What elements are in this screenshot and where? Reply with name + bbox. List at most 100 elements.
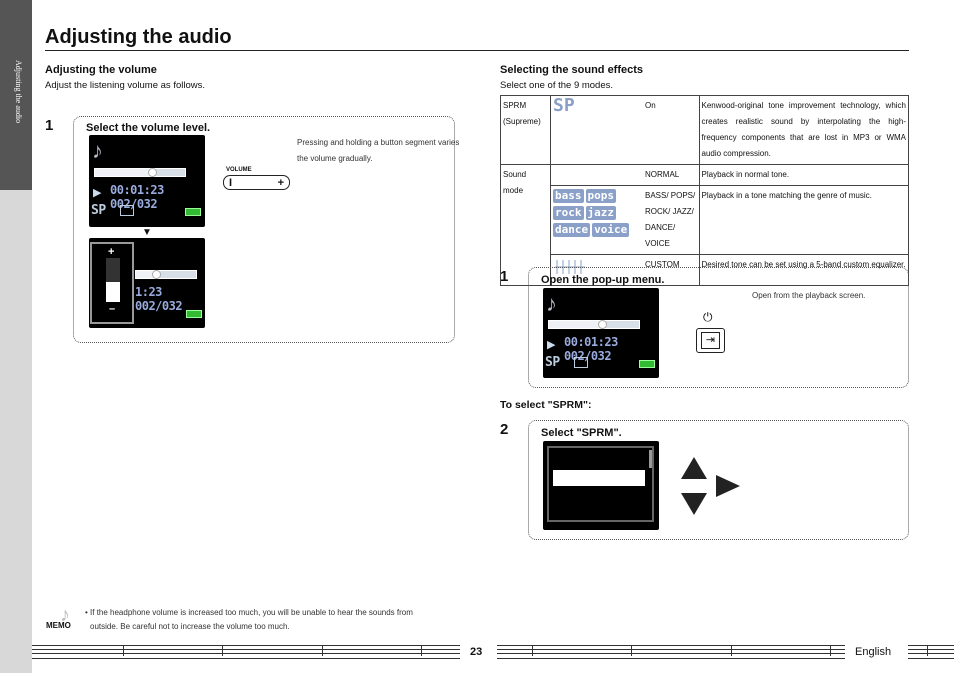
mode-sublabel: (Supreme)	[503, 117, 541, 126]
volume-heading: Adjusting the volume	[45, 64, 157, 76]
right-arrow-icon[interactable]	[716, 475, 740, 497]
sprm-icon: SP	[553, 95, 575, 116]
memo-line1: • If the headphone volume is increased t…	[85, 608, 413, 617]
genre-tile: dance	[553, 223, 591, 237]
player-screen-playback: ♪ ▶ 00:01:23 002/032 SP	[543, 288, 659, 378]
footer-rule	[497, 645, 845, 646]
table-row: CUSTOM Desired tone can be set using a 5…	[501, 254, 909, 286]
setting-line: DANCE/ VOICE	[645, 223, 676, 248]
play-icon: ▶	[547, 339, 556, 351]
volume-step-number: 1	[45, 117, 54, 134]
volume-up-icon[interactable]: +	[277, 176, 284, 189]
mode-label-sound: Sound mode	[500, 164, 551, 286]
table-row: Sound mode NORMAL Playback in normal ton…	[500, 164, 909, 286]
genre-description: Playback in a tone matching the genre of…	[698, 185, 909, 255]
sprm-icon-cell: SP	[550, 95, 643, 165]
effects-step1-note: Open from the playback screen.	[752, 291, 866, 300]
volume-meter	[106, 258, 120, 302]
footer-rule	[32, 649, 460, 650]
effects-heading: Selecting the sound effects	[500, 64, 644, 76]
volume-intro: Adjust the listening volume as follows.	[45, 80, 205, 91]
player-screen-menu	[543, 441, 659, 530]
player-screen-playback: ♪ ▶ 00:01:23 002/032 SP	[89, 135, 205, 227]
volume-level-fill	[106, 282, 120, 302]
footer-tick	[322, 646, 323, 656]
setting-normal: NORMAL	[643, 164, 700, 186]
footer-rule	[908, 645, 954, 646]
effects-step2-number: 2	[500, 421, 509, 438]
up-arrow-icon[interactable]	[681, 457, 707, 479]
memo-label: MEMO	[46, 621, 71, 630]
genre-tile: bass	[553, 189, 584, 203]
sprm-icon: SP	[545, 355, 560, 370]
effects-step2-box	[528, 420, 909, 540]
volume-down-icon[interactable]: I	[229, 176, 233, 189]
sprm-icon: SP	[91, 203, 106, 218]
custom-description: Desired tone can be set using a 5-band c…	[698, 254, 909, 286]
mode-label: SPRM	[503, 101, 527, 110]
footer-tick	[421, 646, 422, 656]
enter-icon: ⇥	[701, 332, 720, 349]
footer-rule	[32, 658, 460, 659]
footer-rule	[497, 653, 845, 654]
genre-tile: jazz	[585, 206, 616, 220]
sidebar-label: Adjusting the audio	[14, 60, 23, 124]
music-note-icon: ♪	[60, 604, 70, 626]
volume-button-label: VOLUME	[226, 167, 252, 173]
progress-fill	[95, 169, 154, 176]
footer-rule	[908, 653, 954, 654]
progress-bar	[94, 168, 186, 177]
sidebar-bg	[0, 190, 32, 673]
equalizer-icon-cell	[550, 254, 643, 286]
footer-rule	[497, 649, 845, 650]
footer-tick	[927, 646, 928, 656]
setting-line: ROCK/ JAZZ/	[645, 207, 694, 216]
menu-item-selected[interactable]	[553, 470, 645, 486]
power-icon: ⏻	[703, 310, 713, 324]
battery-icon	[185, 208, 201, 216]
empty-cell	[550, 164, 643, 186]
genre-tile: rock	[553, 206, 584, 220]
memo-line2: outside. Be careful not to increase the …	[90, 622, 290, 631]
volume-note-line1: Pressing and holding a button segment va…	[297, 138, 460, 147]
footer-tick	[532, 646, 533, 656]
music-note-icon: ♪	[546, 291, 557, 316]
page-number: 23	[470, 646, 483, 658]
footer-tick	[830, 646, 831, 656]
setting-on: On	[643, 95, 700, 165]
sidebar-tab	[0, 0, 32, 190]
volume-step-box	[73, 116, 455, 343]
progress-knob	[152, 270, 161, 279]
down-arrow-icon: ▼	[142, 227, 152, 238]
setting-genres: BASS/ POPS/ ROCK/ JAZZ/ DANCE/ VOICE	[643, 185, 700, 255]
sound-modes-table: SPRM (Supreme) SP On Kenwood-original to…	[500, 95, 909, 286]
mode-label-sprm: SPRM (Supreme)	[500, 95, 551, 165]
sprm-heading: To select "SPRM":	[500, 399, 592, 411]
player-screen-volume: 1:23 002/032 + –	[89, 238, 205, 328]
down-arrow-icon[interactable]	[681, 493, 707, 515]
table-row: SPRM (Supreme) SP On Kenwood-original to…	[500, 95, 909, 165]
setting-custom: CUSTOM	[643, 254, 700, 286]
progress-knob	[148, 168, 158, 177]
battery-icon	[186, 310, 202, 318]
normal-description: Playback in normal tone.	[698, 164, 909, 186]
effects-step1-box	[528, 267, 909, 388]
volume-button[interactable]: I +	[223, 175, 290, 190]
footer-tick	[222, 646, 223, 656]
battery-icon	[639, 360, 655, 368]
progress-fill	[549, 321, 603, 328]
footer-tick	[123, 646, 124, 656]
footer-rule	[497, 658, 845, 659]
play-icon: ▶	[93, 187, 102, 199]
menu-scrollbar[interactable]	[649, 450, 652, 468]
volume-step-title: Select the volume level.	[86, 122, 211, 134]
progress-bar	[548, 320, 640, 329]
time-readout: 00:01:23 002/032	[564, 335, 618, 363]
title-rule	[45, 50, 909, 51]
footer-tick	[631, 646, 632, 656]
genre-tile: voice	[592, 223, 630, 237]
menu-button[interactable]: ⇥	[696, 328, 725, 353]
progress-bar	[135, 270, 197, 279]
